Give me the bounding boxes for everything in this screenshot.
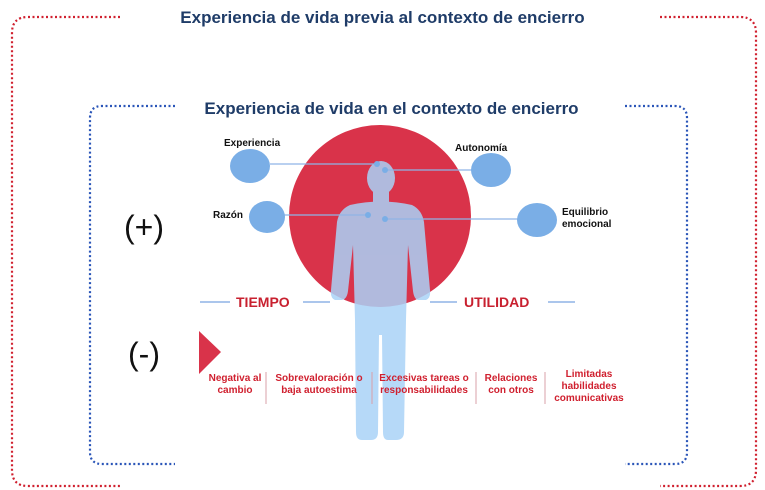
negative-sign: (-)	[128, 336, 160, 372]
bubble-razon	[249, 201, 285, 233]
inner-title: Experiencia de vida en el contexto de en…	[204, 99, 579, 118]
factor-relaciones: Relaciones con otros	[484, 373, 538, 396]
label-razon: Razón	[213, 210, 243, 221]
outer-title: Experiencia de vida previa al contexto d…	[180, 8, 585, 27]
factor-limitadas-habilidades: Limitadas habilidades comunicativas	[554, 369, 624, 404]
factor-sobrevaloracion: Sobrevaloración o baja autoestima	[275, 373, 363, 396]
outer-bracket	[10, 15, 758, 488]
factor-excesivas-tareas: Excesivas tareas o responsabilidades	[379, 373, 469, 396]
axis-label-utilidad: UTILIDAD	[464, 294, 530, 310]
connector-dots	[365, 161, 388, 222]
label-experiencia: Experiencia	[224, 138, 281, 149]
factor-separators	[265, 372, 546, 404]
negative-arrow-triangle	[199, 331, 221, 374]
inner-bracket	[88, 104, 689, 466]
label-equilibrio: Equilibrio emocional	[562, 207, 612, 230]
axis-label-tiempo: TIEMPO	[236, 294, 290, 310]
connector-lines	[270, 163, 518, 220]
bubble-autonomia	[471, 153, 511, 187]
positive-sign: (+)	[124, 209, 164, 245]
label-autonomia: Autonomía	[455, 143, 508, 154]
bubble-experiencia	[230, 149, 270, 183]
factor-negativa-cambio: Negativa al cambio	[208, 373, 262, 396]
bubble-equilibrio	[517, 203, 557, 237]
